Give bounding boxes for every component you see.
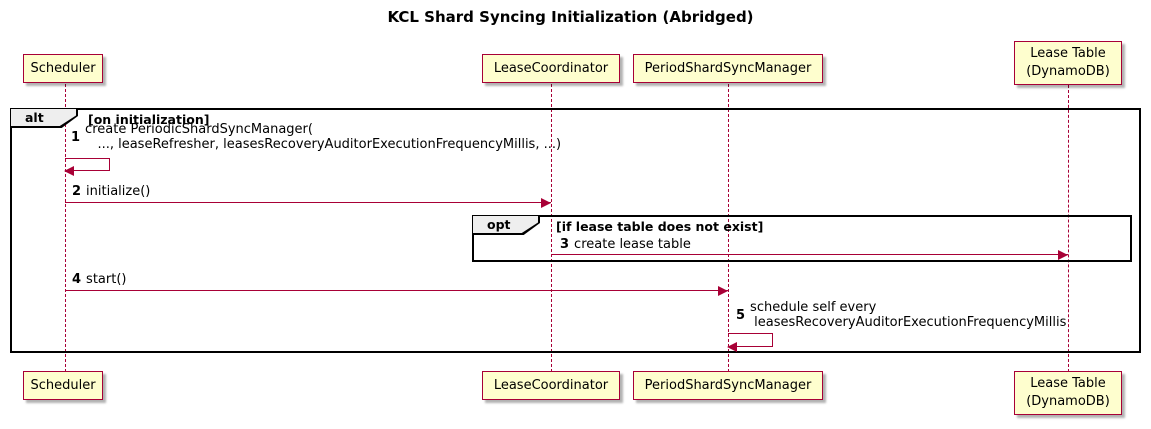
message-3-label: 3 create lease table — [560, 237, 691, 252]
message-5-self-loop — [728, 333, 773, 347]
alt-frame-condition: [on initialization] — [88, 112, 210, 127]
message-4-label: 4 start() — [72, 272, 126, 287]
lifeline-scheduler — [65, 84, 66, 372]
participant-lease-coordinator-top: LeaseCoordinator — [482, 54, 620, 83]
message-3-text: create lease table — [574, 237, 691, 252]
message-3-arrow — [551, 254, 1068, 255]
message-5-number: 5 — [736, 307, 746, 323]
message-3-number: 3 — [560, 237, 570, 252]
message-1-arrowhead-icon — [64, 166, 74, 176]
message-2-label: 2 initialize() — [72, 184, 150, 199]
message-2-arrow — [65, 202, 551, 203]
lifeline-period-shard-sync-manager — [728, 84, 729, 372]
diagram-title: KCL Shard Syncing Initialization (Abridg… — [387, 8, 754, 26]
participant-lease-table-bottom: Lease Table (DynamoDB) — [1014, 371, 1122, 415]
opt-frame-condition: [if lease table does not exist] — [556, 219, 764, 234]
participant-scheduler-bottom: Scheduler — [23, 371, 103, 400]
alt-frame: alt [on initialization] — [10, 108, 1141, 353]
message-5-arrowhead-icon — [727, 342, 737, 352]
message-1-self-loop — [65, 158, 110, 171]
opt-frame-label-shape: opt — [472, 215, 540, 235]
message-1-text: create PeriodicShardSyncManager( ..., le… — [85, 122, 562, 153]
message-4-number: 4 — [72, 272, 82, 287]
message-2-text: initialize() — [86, 184, 151, 199]
participant-lease-coordinator-bottom: LeaseCoordinator — [482, 371, 620, 400]
message-2-number: 2 — [72, 184, 82, 199]
message-2-arrowhead-icon — [541, 198, 551, 208]
alt-frame-label: alt — [11, 109, 76, 126]
participant-period-shard-sync-manager-top: PeriodShardSyncManager — [633, 54, 823, 83]
message-4-arrow — [65, 290, 728, 291]
message-5-text: schedule self every leasesRecoveryAudito… — [750, 300, 1067, 331]
lifeline-lease-coordinator — [551, 84, 552, 372]
alt-frame-label-shape: alt — [10, 108, 78, 128]
message-5-label: 5 schedule self every leasesRecoveryAudi… — [736, 300, 1066, 331]
message-1-label: 1 create PeriodicShardSyncManager( ..., … — [71, 122, 561, 153]
message-3-arrowhead-icon — [1058, 250, 1068, 260]
participant-scheduler-top: Scheduler — [23, 54, 103, 83]
message-4-arrowhead-icon — [718, 286, 728, 296]
participant-lease-table-top: Lease Table (DynamoDB) — [1014, 41, 1122, 85]
participant-period-shard-sync-manager-bottom: PeriodShardSyncManager — [633, 371, 823, 400]
opt-frame: opt [if lease table does not exist] — [472, 215, 1132, 262]
lifeline-lease-table — [1068, 85, 1069, 372]
message-1-number: 1 — [71, 129, 81, 145]
opt-frame-label: opt — [473, 216, 538, 233]
message-4-text: start() — [86, 272, 127, 287]
